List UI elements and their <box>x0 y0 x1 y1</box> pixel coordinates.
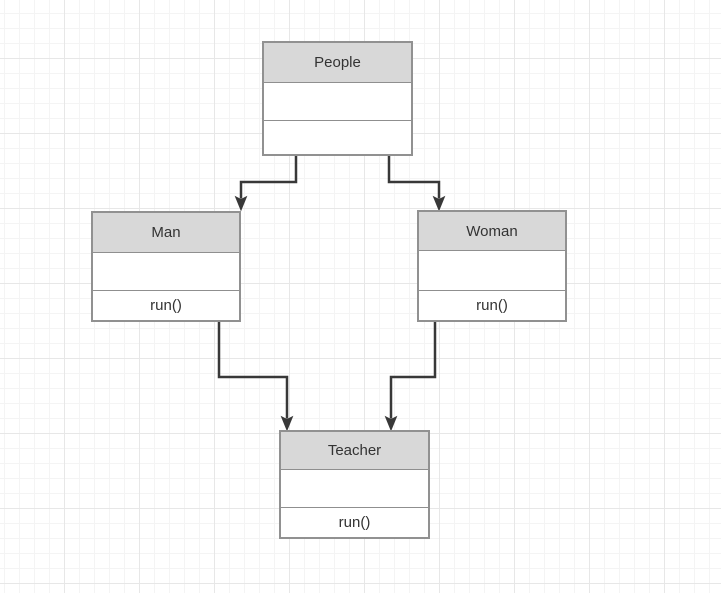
attributes-section <box>281 469 428 507</box>
class-box-man[interactable]: Man run() <box>91 211 241 322</box>
class-box-woman[interactable]: Woman run() <box>417 210 567 322</box>
connector-people-to-man[interactable] <box>234 156 298 212</box>
arrowhead-woman-to-teacher <box>384 415 398 432</box>
methods-section: run() <box>281 507 428 537</box>
class-header: People <box>264 43 411 82</box>
class-box-teacher[interactable]: Teacher run() <box>279 430 430 539</box>
class-header: Woman <box>419 212 565 250</box>
connector-man-to-teacher[interactable] <box>217 322 294 432</box>
arrowhead-man-to-teacher <box>280 415 294 432</box>
class-name: Woman <box>466 222 518 240</box>
class-header: Teacher <box>281 432 428 469</box>
methods-text: run() <box>150 297 182 314</box>
attributes-section <box>419 250 565 290</box>
connector-woman-to-teacher[interactable] <box>384 322 437 432</box>
class-header: Man <box>93 213 239 252</box>
arrowhead-people-to-woman <box>432 195 446 212</box>
class-box-people[interactable]: People <box>262 41 413 156</box>
methods-text: run() <box>476 297 508 314</box>
attributes-section <box>93 252 239 290</box>
class-name: Man <box>151 224 181 241</box>
class-name: Teacher <box>327 442 382 459</box>
methods-section <box>264 120 411 154</box>
class-name: People <box>314 54 361 71</box>
attributes-section <box>264 82 411 120</box>
methods-text: run() <box>338 514 371 531</box>
methods-section: run() <box>419 290 565 320</box>
methods-section: run() <box>93 290 239 320</box>
arrowhead-people-to-man <box>234 195 248 212</box>
connector-people-to-woman[interactable] <box>387 156 446 212</box>
